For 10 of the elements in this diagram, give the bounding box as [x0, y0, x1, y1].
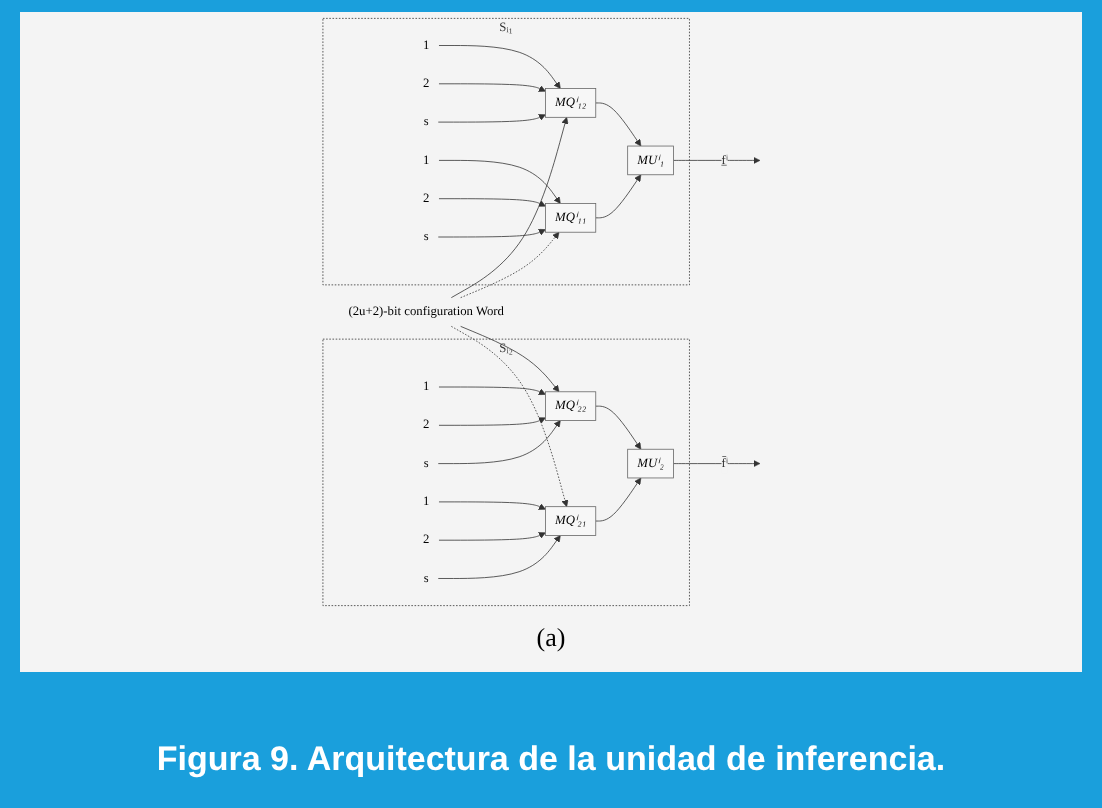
cluster — [322, 338, 690, 606]
node-box — [627, 145, 674, 176]
figure-label: (a) — [536, 622, 566, 652]
cluster — [322, 18, 690, 286]
node-box — [545, 203, 597, 233]
node-box — [545, 88, 597, 118]
node-box — [545, 391, 597, 421]
node-box — [545, 506, 597, 536]
figure-caption: Figura 9. Arquitectura de la unidad de inferencia. — [156, 740, 946, 778]
node-box — [627, 448, 674, 479]
